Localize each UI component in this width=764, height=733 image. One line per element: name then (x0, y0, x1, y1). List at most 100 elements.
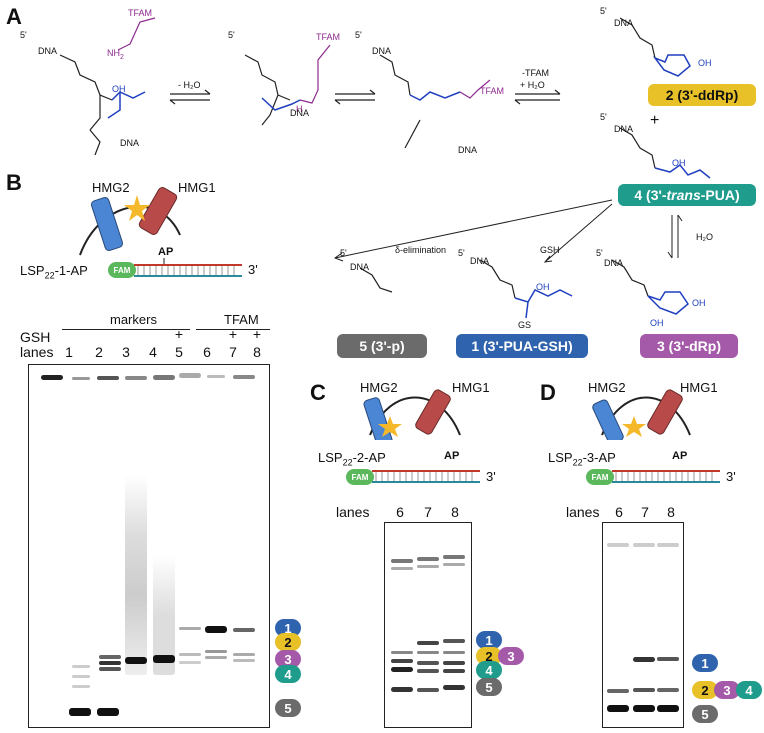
gs-label: GS (518, 320, 532, 330)
panel-label-a: A (6, 4, 22, 29)
oh-label-4: OH (536, 282, 550, 292)
five-prime-label-6: 5' (340, 248, 347, 258)
band-4-label-d: 4 (736, 681, 762, 699)
band-1-label-b: 1 (275, 619, 301, 637)
substrate-label-b: LSP22-1-AP (20, 263, 88, 281)
substrate-label-d: LSP22-3-AP (548, 450, 616, 468)
lane-number-b: 1 (65, 344, 73, 360)
five-prime-label-7: 5' (458, 248, 465, 258)
gel-c (384, 522, 472, 728)
tfam-label-3: TFAM (480, 86, 504, 96)
lane-number-c: 8 (451, 504, 459, 520)
dna-duplex-b (134, 258, 242, 277)
lane-number-b: 3 (122, 344, 130, 360)
five-prime-label: 5' (20, 30, 27, 40)
h-label: H (296, 104, 303, 114)
band-3-label-c: 3 (498, 647, 524, 665)
nh2-label: NH2 (107, 48, 124, 61)
dna-label-6: DNA (614, 18, 634, 28)
product-1-badge: 1 (3'-PUA-GSH) (456, 334, 588, 358)
band-5-label-d: 5 (692, 705, 718, 723)
dna-label-2: DNA (120, 138, 140, 148)
product-4-badge: 4 (3'-trans-PUA) (618, 184, 756, 206)
tfam-label: TFAM (128, 8, 152, 18)
markers-bracket (62, 329, 190, 330)
gsh-row-label: GSH (20, 329, 51, 345)
lane-number-b: 5 (175, 344, 183, 360)
dehydration-label: - H₂O (178, 80, 201, 90)
tfam-dna-cartoon-c (363, 389, 461, 440)
product-3-badge: 3 (3'-dRp) (640, 334, 738, 358)
dna-duplex-d (612, 470, 720, 483)
band-1-label-d: 1 (692, 654, 718, 672)
hmg2-label-b: HMG2 (92, 180, 130, 195)
gsh-arrow-label: GSH (540, 245, 560, 255)
plus-sign: + (650, 112, 660, 129)
three-prime-d: 3' (726, 469, 736, 484)
lane-number-d: 8 (667, 504, 675, 520)
tfam-dna-cartoon-b (79, 187, 181, 256)
gel-d (602, 522, 684, 728)
lane-number-c: 7 (424, 504, 432, 520)
lane-number-b: 7 (229, 344, 237, 360)
substrate-label-c: LSP22-2-AP (318, 450, 386, 468)
band-2-label-b: 2 (275, 633, 301, 651)
band-2-label-c: 2 (476, 647, 502, 665)
lane-number-b: 4 (149, 344, 157, 360)
lanes-row-label-c: lanes (336, 504, 370, 520)
markers-header: markers (110, 312, 157, 327)
dna-label-7: DNA (614, 124, 634, 134)
hmg1-label-b: HMG1 (178, 180, 216, 195)
five-prime-label-4: 5' (600, 6, 607, 16)
lane-number-b: 8 (253, 344, 261, 360)
tfam-label-2: TFAM (316, 32, 340, 42)
reaction-scheme-drawing (59, 17, 711, 319)
band-4-label-c: 4 (476, 661, 502, 679)
three-prime-b: 3' (248, 262, 258, 277)
five-prime-label-2: 5' (228, 30, 235, 40)
oh-label-6: OH (650, 318, 664, 328)
five-prime-label-5: 5' (600, 112, 607, 122)
lane-number-d: 6 (615, 504, 623, 520)
hmg2-label-d: HMG2 (588, 380, 626, 395)
band-2-label-d: 2 (692, 681, 718, 699)
water-arrow-label: H₂O (696, 232, 713, 242)
dna-label-5: DNA (458, 145, 478, 155)
dna-label-4: DNA (372, 46, 392, 56)
gsh-plus-lane8: + (252, 326, 262, 342)
dna-label-8: DNA (350, 262, 370, 272)
product-5-badge: 5 (3'-p) (337, 334, 427, 358)
hydration-label: + H₂O (520, 80, 545, 90)
lanes-row-label-b: lanes (20, 344, 54, 360)
hmg1-label-c: HMG1 (452, 380, 490, 395)
dna-label-3: DNA (290, 108, 310, 118)
band-5-label-c: 5 (476, 678, 502, 696)
dna-label: DNA (38, 46, 58, 56)
hmg1-label-d: HMG1 (680, 380, 718, 395)
gel-b (28, 364, 270, 728)
panel-label-c: C (310, 380, 326, 405)
fam-tag-c: FAM (346, 469, 374, 485)
fam-tag-d: FAM (586, 469, 614, 485)
ap-label-c: AP (444, 450, 460, 462)
dna-label-10: DNA (604, 258, 624, 268)
oh-label-3: OH (672, 158, 686, 168)
panel-label-d: D (540, 380, 556, 405)
band-5-label-b: 5 (275, 699, 301, 717)
ap-label-b: AP (158, 246, 174, 258)
tfam-header-b: TFAM (224, 312, 259, 327)
tfam-bracket (196, 329, 270, 330)
three-prime-c: 3' (486, 469, 496, 484)
tfam-release-label: -TFAM (522, 68, 549, 78)
lane-number-b: 2 (95, 344, 103, 360)
lane-number-d: 7 (641, 504, 649, 520)
five-prime-label-8: 5' (596, 248, 603, 258)
band-3-label-b: 3 (275, 650, 301, 668)
lane-number-c: 6 (396, 504, 404, 520)
oh-label-2: OH (698, 58, 712, 68)
gsh-plus-lane5: + (174, 326, 184, 342)
band-1-label-c: 1 (476, 631, 502, 649)
tfam-dna-cartoon-d (592, 389, 691, 440)
product-2-badge: 2 (3'-ddRp) (648, 84, 756, 106)
